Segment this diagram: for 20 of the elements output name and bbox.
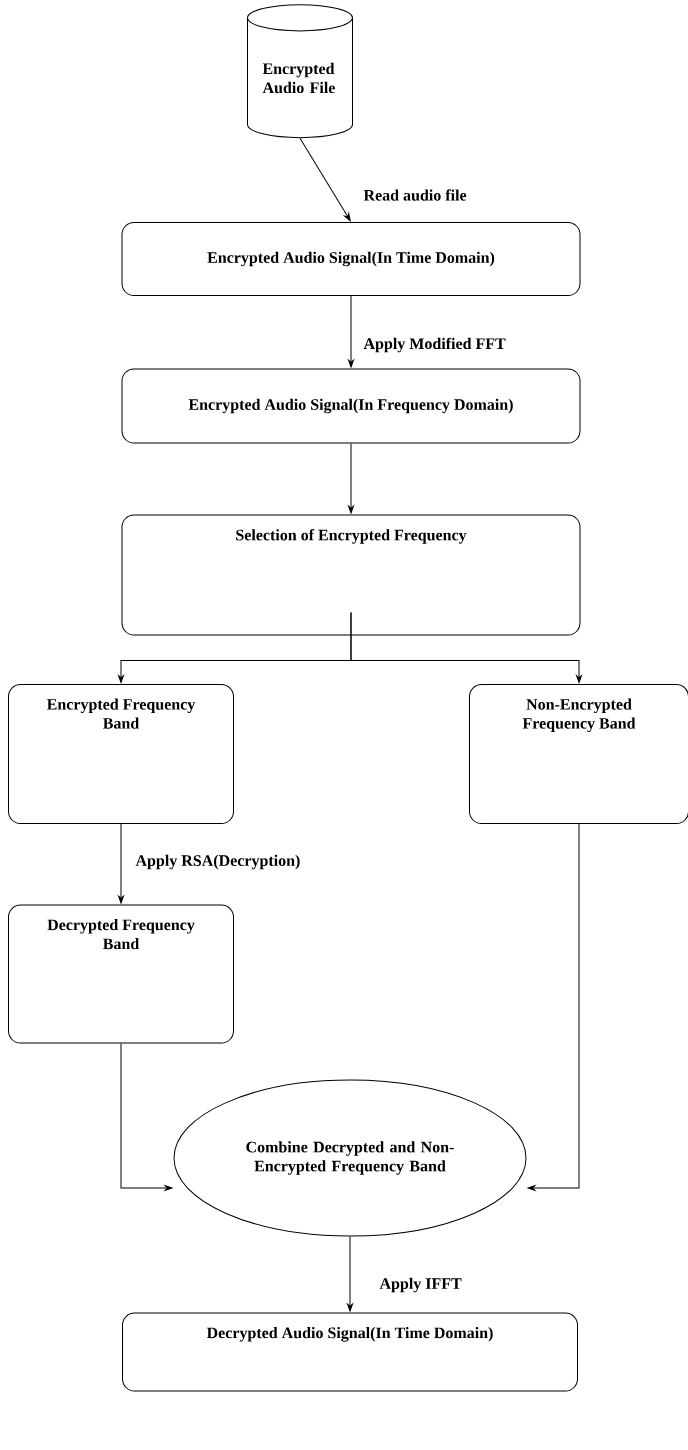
edge-label: Apply Modified FFT <box>362 336 507 354</box>
arrow <box>350 612 582 683</box>
edge-label: Apply IFFT <box>378 1276 463 1294</box>
process-box: Encrypted Audio Signal(In Frequency Domain) <box>121 368 581 444</box>
process-box: Encrypted Frequency Band <box>8 684 234 824</box>
file-cylinder: Encrypted Audio File <box>247 4 353 139</box>
arrow <box>118 823 124 904</box>
arrow <box>120 1043 173 1191</box>
process-box: Encrypted Audio Signal(In Time Domain) <box>121 222 581 296</box>
arrow <box>348 443 354 514</box>
process-box: Non-Encrypted Frequency Band <box>469 684 688 824</box>
process-box: Decrypted Audio Signal(In Time Domain) <box>122 1312 578 1392</box>
arrow <box>299 137 351 222</box>
process-box: Decrypted Frequency Band <box>8 904 234 1044</box>
process-box: Selection of Encrypted Frequency <box>121 514 581 636</box>
arrow <box>527 823 580 1191</box>
edge-label: Read audio file <box>362 188 468 202</box>
edge-label: Apply RSA(Decryption) <box>134 853 302 871</box>
arrow <box>348 295 354 368</box>
arrow <box>347 1236 353 1312</box>
